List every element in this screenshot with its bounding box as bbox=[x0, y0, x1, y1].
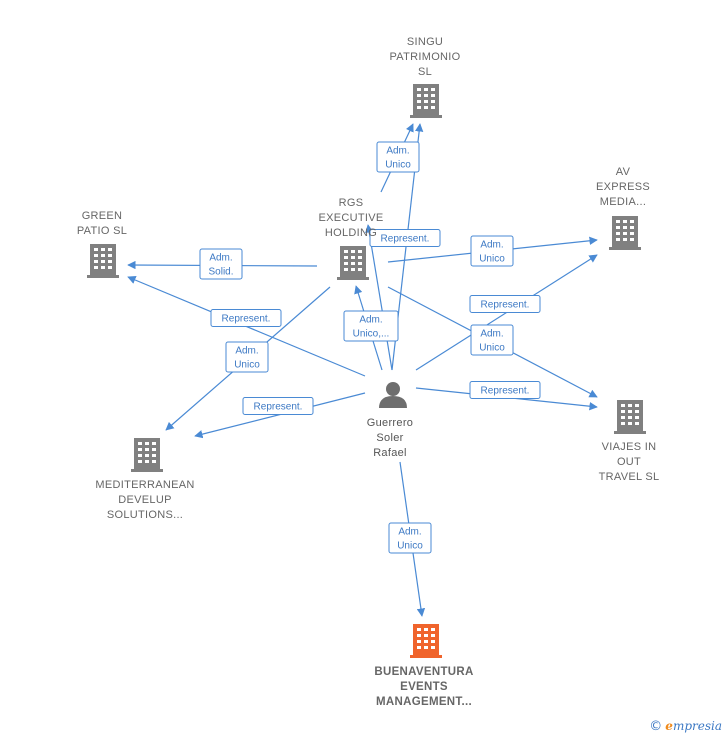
brand-footer[interactable]: ©empresia bbox=[649, 719, 722, 734]
building-icon bbox=[131, 438, 163, 472]
node-label-line: PATRIMONIO bbox=[389, 51, 460, 63]
node-mediterranean[interactable]: MEDITERRANEAN DEVELUP SOLUTIONS... bbox=[95, 438, 194, 521]
edge-label-text: Unico bbox=[479, 343, 505, 354]
nodes-layer: SINGU PATRIMONIO SL AV EXPRESS MEDIA... GREEN P… bbox=[77, 36, 660, 708]
node-singu[interactable]: SINGU PATRIMONIO SL bbox=[389, 36, 460, 118]
edge-label-person-to-viajes[interactable]: Represent. bbox=[469, 381, 541, 399]
edge-label-text: Adm. bbox=[480, 240, 503, 251]
building-icon bbox=[410, 84, 442, 118]
node-label-line: DEVELUP bbox=[118, 494, 171, 506]
node-label-line: MEDIA... bbox=[600, 196, 646, 208]
edge-label-box bbox=[470, 235, 514, 267]
edge-label-text: Solid. bbox=[208, 267, 233, 278]
building-icon bbox=[614, 400, 646, 434]
edge-label-text: Represent. bbox=[254, 402, 303, 413]
building-icon bbox=[87, 244, 119, 278]
node-label-line: RGS bbox=[339, 197, 364, 209]
edge-person-to-rgs bbox=[365, 224, 393, 371]
edge-label-box bbox=[469, 381, 541, 399]
edge-label-text: Unico,... bbox=[353, 329, 390, 340]
brand-logo-text: mpresia bbox=[672, 719, 722, 733]
node-label-line: MEDITERRANEAN bbox=[95, 479, 194, 491]
node-label-line: SL bbox=[418, 66, 432, 78]
edge-label-person-to-buenaventura[interactable]: Adm. Unico bbox=[388, 522, 432, 554]
node-buenaventura[interactable]: BUENAVENTURA EVENTS MANAGEMENT... bbox=[374, 624, 473, 708]
edge-label-text: Adm. bbox=[386, 146, 409, 157]
node-label-line: EXECUTIVE bbox=[318, 212, 383, 224]
node-label-line: SINGU bbox=[407, 36, 443, 48]
edge-label-person-to-rgs[interactable]: Adm. Unico,... bbox=[343, 310, 399, 342]
node-label-line: Guerrero bbox=[367, 417, 413, 429]
node-label-line: TRAVEL SL bbox=[599, 471, 660, 483]
node-label-line: OUT bbox=[617, 456, 641, 468]
edge-label-person-to-rgs[interactable]: Represent. bbox=[369, 229, 441, 247]
edge-label-text: Adm. bbox=[398, 527, 421, 538]
edge-label-person-to-av[interactable]: Represent. bbox=[469, 295, 541, 313]
edge-label-person-to-mediterranean[interactable]: Represent. bbox=[242, 397, 314, 415]
edge-label-text: Adm. bbox=[480, 329, 503, 340]
edge-label-text: Unico bbox=[479, 254, 505, 265]
brand-logo-initial: e bbox=[665, 719, 673, 733]
node-av[interactable]: AV EXPRESS MEDIA... bbox=[596, 166, 650, 250]
edge-labels-layer: Adm.UnicoAdm.Solid.Represent.Adm.UnicoRe… bbox=[199, 141, 541, 554]
edge-label-text: Represent. bbox=[222, 314, 271, 325]
edge-label-text: Unico bbox=[397, 541, 423, 552]
edge-label-text: Represent. bbox=[481, 300, 530, 311]
node-label-line: MANAGEMENT... bbox=[376, 696, 472, 708]
edge-label-box bbox=[376, 141, 420, 173]
building-icon bbox=[410, 624, 442, 658]
node-viajes[interactable]: VIAJES IN OUT TRAVEL SL bbox=[599, 400, 660, 483]
edge-label-text: Represent. bbox=[481, 386, 530, 397]
node-label-line: GREEN bbox=[82, 210, 123, 222]
copyright-icon: © bbox=[649, 719, 663, 734]
edge-label-box bbox=[210, 309, 282, 327]
node-label-line: HOLDING bbox=[325, 227, 377, 239]
edge-label-box bbox=[469, 295, 541, 313]
edge-label-box bbox=[199, 248, 243, 280]
edge-label-box bbox=[225, 341, 269, 373]
node-label-line: EVENTS bbox=[400, 681, 448, 693]
node-rgs[interactable]: RGS EXECUTIVE HOLDING bbox=[318, 197, 383, 280]
edge-label-text: Adm. bbox=[359, 315, 382, 326]
node-green[interactable]: GREEN PATIO SL bbox=[77, 210, 127, 278]
edge-label-text: Unico bbox=[385, 160, 411, 171]
edge-label-box bbox=[242, 397, 314, 415]
edge-label-rgs-to-green[interactable]: Adm. Solid. bbox=[199, 248, 243, 280]
building-icon bbox=[609, 216, 641, 250]
node-label-line: Rafael bbox=[373, 447, 407, 459]
edge-label-text: Adm. bbox=[235, 346, 258, 357]
node-label-line: AV bbox=[616, 166, 631, 178]
node-label-line: VIAJES IN bbox=[602, 441, 657, 453]
building-icon bbox=[337, 246, 369, 280]
edge-label-box bbox=[470, 324, 514, 356]
node-label-line: BUENAVENTURA bbox=[374, 666, 473, 678]
person-icon bbox=[379, 382, 407, 408]
node-label-line: PATIO SL bbox=[77, 225, 127, 237]
node-label-line: SOLUTIONS... bbox=[107, 509, 183, 521]
edge-label-text: Unico bbox=[234, 360, 260, 371]
edge-label-rgs-to-singu[interactable]: Adm. Unico bbox=[376, 141, 420, 173]
node-label-line: EXPRESS bbox=[596, 181, 650, 193]
edge-label-person-to-green[interactable]: Represent. bbox=[210, 309, 282, 327]
edge-label-rgs-to-mediterranean[interactable]: Adm. Unico bbox=[225, 341, 269, 373]
edge-label-rgs-to-viajes[interactable]: Adm. Unico bbox=[470, 324, 514, 356]
edge-label-box bbox=[369, 229, 441, 247]
edge-label-box bbox=[343, 310, 399, 342]
node-label-line: Soler bbox=[376, 432, 403, 444]
edge-label-box bbox=[388, 522, 432, 554]
edge-label-text: Adm. bbox=[209, 253, 232, 264]
edge-label-text: Represent. bbox=[381, 234, 430, 245]
edge-label-rgs-to-av[interactable]: Adm. Unico bbox=[470, 235, 514, 267]
